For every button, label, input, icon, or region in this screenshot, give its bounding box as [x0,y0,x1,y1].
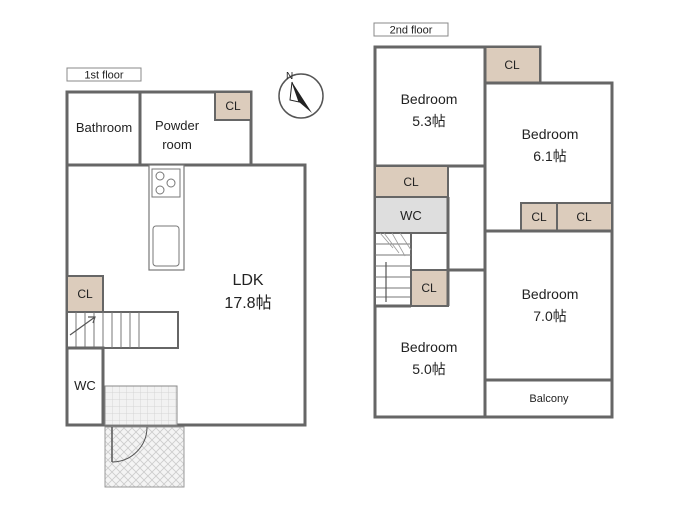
stair-closet-2-label: CL [421,281,437,295]
floor-tag-2: 2nd floor [390,25,433,37]
bedroom-a-size: 5.3帖 [412,113,445,129]
closet-right-label: CL [576,210,592,224]
bedroom-d-label: Bedroom [401,339,458,355]
bedroom-c-size: 7.0帖 [533,308,566,324]
ldk-size: 17.8帖 [224,294,271,312]
top-closet-label: CL [504,58,520,72]
hallway-wall [446,197,485,272]
powder-closet-label: CL [225,99,241,113]
north-compass-icon: N [278,71,324,119]
balcony-label: Balcony [529,393,569,405]
ldk-label: LDK [232,272,263,289]
wc-label-2: WC [400,208,422,223]
bedroom-a-label: Bedroom [401,91,458,107]
bedroom-c-label: Bedroom [522,286,579,302]
stair-closet [66,275,104,313]
floor-tag: 1st floor [84,70,123,82]
staircase-1f [66,311,179,349]
bedroom-b-size: 6.1帖 [533,148,566,164]
first-floor: 1st floor Bathroom Powder room CL LDK 17… [65,67,324,488]
wc-room-2 [374,196,449,234]
powder-room-label-2: room [162,137,192,152]
entrance-hall [104,385,178,426]
floor-tag-box [66,67,142,82]
powder-room-label-1: Powder [155,118,200,133]
compass-label: N [286,71,293,82]
bedroom-b-label: Bedroom [522,126,579,142]
powder-room [138,90,253,167]
wc-room [65,346,105,427]
bathroom-label: Bathroom [76,120,132,135]
stove-icon [151,168,181,198]
closet-left-label: CL [531,210,547,224]
wc-label: WC [74,378,96,393]
bedroom-c [483,229,614,382]
floor-tag-box-2 [373,22,449,37]
staircase-2f [374,232,412,307]
entrance-porch [104,426,185,488]
bedroom-d-size: 5.0帖 [412,361,445,377]
sink-icon [152,225,180,267]
hall-closet-label: CL [403,175,419,189]
second-floor: 2nd floor CL Bedroom 5.3帖 Bedroom 6.1帖 C… [373,22,614,419]
powder-closet [214,91,252,121]
closet-left [520,202,558,232]
stair-closet-label: CL [77,287,93,301]
balcony [483,378,614,419]
